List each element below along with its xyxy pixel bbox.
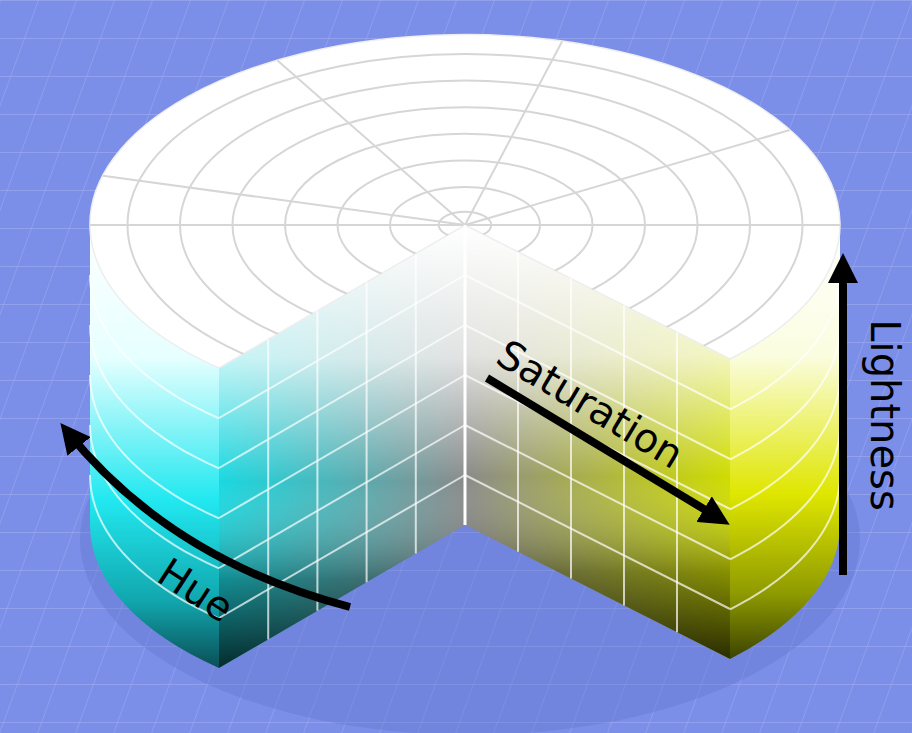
- side-band-line: [90, 375, 219, 518]
- top-sector-line: [465, 224, 840, 226]
- side-band-line: [90, 275, 219, 418]
- lightness-label: Lightness: [864, 319, 904, 510]
- top-sector-line: [103, 176, 465, 225]
- side-band-line: [90, 325, 219, 468]
- center-edge: [464, 225, 467, 525]
- side-band-line: [730, 475, 840, 609]
- side-band-line: [730, 375, 840, 509]
- side-band-line: [730, 275, 840, 409]
- top-sector-line: [465, 41, 562, 225]
- top-sector-line: [90, 224, 465, 226]
- top-sector-line: [465, 130, 790, 225]
- face-grid-line: [219, 475, 465, 618]
- face-grid-line: [465, 475, 730, 609]
- lightness-arrow: [839, 262, 847, 575]
- top-sector-line: [278, 60, 466, 225]
- side-band-line: [730, 325, 840, 459]
- side-band-line: [730, 425, 840, 559]
